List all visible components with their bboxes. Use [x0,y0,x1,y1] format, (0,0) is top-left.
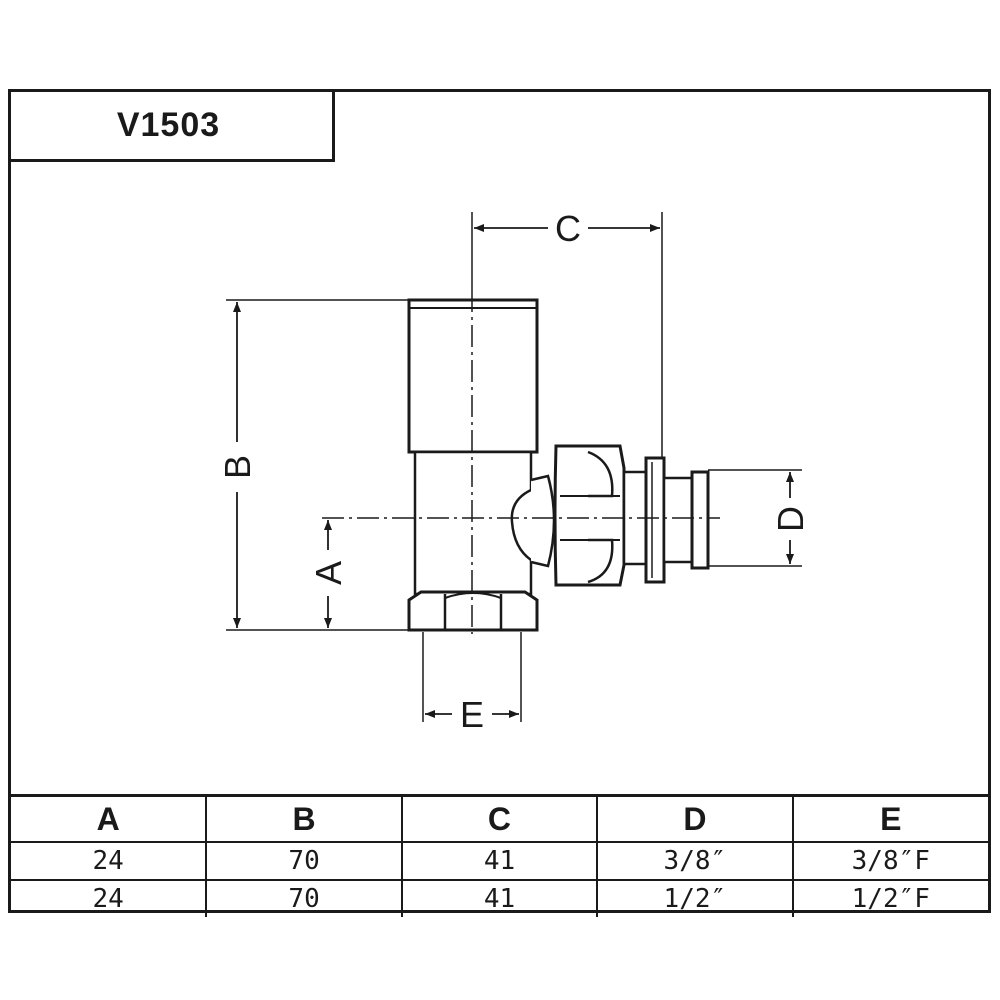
thread-tail [662,476,694,564]
dimension-label-d: D [770,506,811,532]
flange-washer [644,456,666,584]
valve-cap [407,298,539,454]
dimension-lines [233,224,794,718]
center-lines [322,290,720,634]
thread-end [690,470,710,570]
dimension-label-c: C [555,208,581,249]
side-union-nut [553,444,626,587]
valve-body [407,298,710,632]
dimension-label-b: B [217,455,258,479]
bottom-nut [407,590,539,632]
model-number: V1503 [116,106,221,144]
extension-lines [226,212,802,722]
title-block: V1503 [11,92,335,162]
dimension-label-a: A [308,561,349,585]
dimension-label-e: E [460,694,484,735]
